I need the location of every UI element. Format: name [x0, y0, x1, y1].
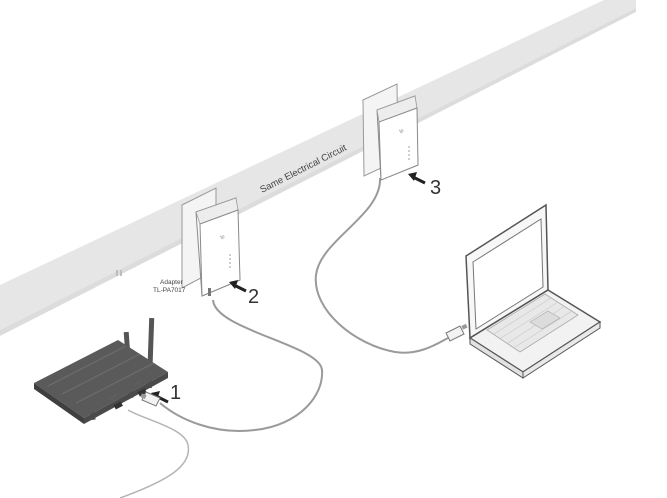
- laptop: [465, 203, 602, 379]
- adapter-label-line2: TL-PA7017: [153, 287, 186, 294]
- powerline-adapter-upper: tp: [362, 83, 419, 181]
- router: [34, 317, 168, 424]
- ethernet-plug-laptop: [445, 323, 468, 342]
- router-port-lan-label: LAN: [133, 379, 142, 387]
- step-number-3: 3: [430, 177, 441, 199]
- step-number-2: 2: [248, 286, 259, 308]
- wall-band: [0, 0, 636, 330]
- adapter-label-line1: Adapter: [160, 279, 184, 286]
- arrow-step-2: [229, 280, 247, 293]
- powerline-adapter-lower: tp: [181, 187, 241, 297]
- svg-text:tp: tp: [220, 234, 226, 241]
- outlet-mark: [116, 270, 122, 276]
- cable-adapter-to-router: [159, 299, 324, 432]
- step-number-1: 1: [170, 382, 181, 404]
- cable-router-out: [119, 409, 190, 498]
- router-port-wan-label: WAN: [108, 392, 119, 401]
- svg-text:tp: tp: [399, 128, 405, 135]
- ethernet-plug-router: [140, 391, 161, 407]
- cable-adapter-to-laptop: [314, 177, 449, 354]
- arrow-step-3: [408, 172, 426, 185]
